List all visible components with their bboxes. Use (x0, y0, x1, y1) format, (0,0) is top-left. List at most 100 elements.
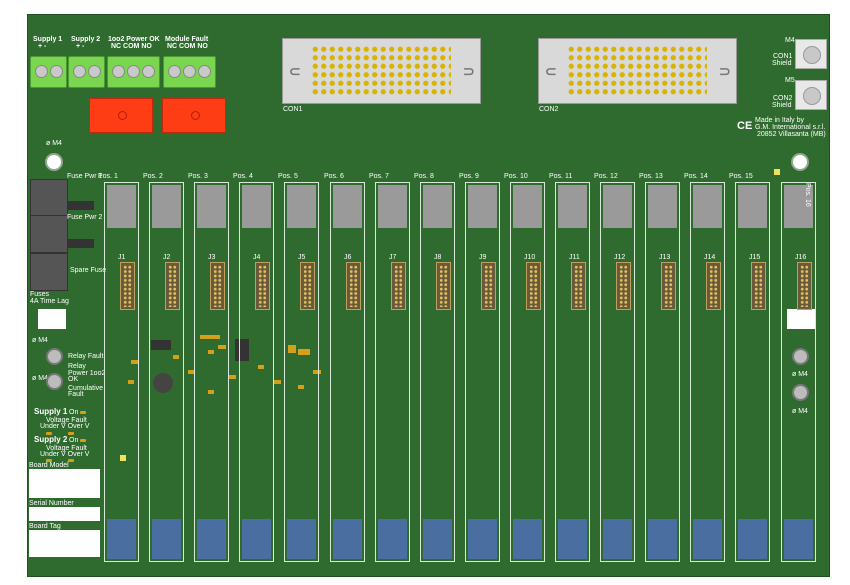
board-tag-box[interactable] (29, 530, 100, 557)
smd-part (208, 350, 214, 354)
jack-connector-12[interactable] (616, 262, 631, 310)
jack-label-4: J4 (253, 254, 261, 261)
supply2-vf: Voltage Fault (46, 445, 87, 452)
module-slot-15[interactable] (735, 182, 770, 562)
module-slot-11[interactable] (555, 182, 590, 562)
fuse-pwr1[interactable] (30, 179, 68, 217)
supply1-vf: Voltage Fault (46, 417, 87, 424)
slot-latch-top (107, 185, 136, 228)
module-slot-13[interactable] (645, 182, 680, 562)
smd-part (208, 390, 214, 394)
jack-label-3: J3 (208, 254, 216, 261)
supply2-on-led (80, 439, 86, 442)
jack-connector-11[interactable] (571, 262, 586, 310)
module-slot-5[interactable] (284, 182, 319, 562)
module-slot-10[interactable] (510, 182, 545, 562)
jack-label-6: J6 (344, 254, 352, 261)
smd-part (128, 380, 134, 384)
module-slot-14[interactable] (690, 182, 725, 562)
jack-label-14: J14 (704, 254, 716, 261)
jack-connector-4[interactable] (255, 262, 270, 310)
slot-latch-top (242, 185, 271, 228)
module-slot-7[interactable] (375, 182, 410, 562)
fuse-spare-label: Spare Fuse (70, 267, 107, 274)
slot-latch-bottom (603, 519, 632, 559)
jack-connector-9[interactable] (481, 262, 496, 310)
module-slot-1[interactable] (104, 182, 139, 562)
jack-connector-10[interactable] (526, 262, 541, 310)
slot-latch-bottom (378, 519, 407, 559)
power-ok-terminal[interactable] (107, 56, 160, 88)
jack-connector-3[interactable] (210, 262, 225, 310)
module-slot-6[interactable] (330, 182, 365, 562)
maker-line2: G.M. International s.r.l. (755, 124, 826, 131)
fuse-pwr2-label: Fuse Pwr 2 (67, 214, 103, 221)
supply1-terminal[interactable] (30, 56, 67, 88)
serial-number-label: Serial Number (29, 500, 74, 507)
fuse-holder-1 (68, 201, 94, 210)
slot-latch-top (197, 185, 226, 228)
supply2-terminal[interactable] (68, 56, 105, 88)
board-tag-label: Board Tag (29, 523, 61, 530)
position-label-11: Pos. 11 (549, 173, 573, 180)
terminal-label-supply1: Supply 1 (33, 36, 63, 43)
maker-line1: Made in Italy by (755, 117, 805, 124)
slot-latch-bottom (287, 519, 316, 559)
position-label-13: Pos. 13 (639, 173, 663, 180)
supply1-uo: Under V Over V (40, 423, 90, 430)
mount-hole-top-right (791, 153, 809, 171)
jack-connector-5[interactable] (300, 262, 315, 310)
jack-connector-2[interactable] (165, 262, 180, 310)
jack-connector-1[interactable] (120, 262, 135, 310)
position-label-3: Pos. 3 (188, 173, 208, 180)
mount-hole-top-left (45, 153, 63, 171)
module-slot-16[interactable] (781, 182, 816, 562)
jack-connector-6[interactable] (346, 262, 361, 310)
mount-label-top-left: ø M4 (46, 140, 62, 147)
jack-connector-15[interactable] (751, 262, 766, 310)
module-slot-3[interactable] (194, 182, 229, 562)
board-model-box[interactable] (29, 469, 100, 498)
module-fault-terminal[interactable] (163, 56, 216, 88)
rf1-label1: CON1 (773, 53, 793, 60)
jack-label-16: J16 (795, 254, 807, 261)
rf1-label2: Shield (772, 60, 792, 67)
ce-mark: CE (737, 120, 753, 132)
jack-connector-8[interactable] (436, 262, 451, 310)
con1-connector[interactable]: ⊂⊃ (282, 38, 481, 104)
module-slot-12[interactable] (600, 182, 635, 562)
rf2-connector[interactable] (795, 80, 827, 110)
position-label-12: Pos. 12 (594, 173, 618, 180)
con2-connector[interactable]: ⊂⊃ (538, 38, 737, 104)
smd-part (173, 355, 179, 359)
fuse-pwr2[interactable] (30, 215, 68, 253)
fuse-spare[interactable] (30, 253, 68, 291)
jack-connector-14[interactable] (706, 262, 721, 310)
board-model-label: Board Model (29, 462, 69, 469)
jack-label-1: J1 (118, 254, 126, 261)
con2-label: CON2 (539, 106, 559, 113)
smd-part (200, 335, 220, 339)
terminal-label-module-fault: Module Fault (165, 36, 209, 43)
module-slot-2[interactable] (149, 182, 184, 562)
jack-label-8: J8 (434, 254, 442, 261)
smd-part (273, 380, 281, 384)
rf1-connector[interactable] (795, 39, 827, 69)
smd-part (228, 375, 236, 379)
module-slot-9[interactable] (465, 182, 500, 562)
serial-number-box[interactable] (29, 507, 100, 521)
jack-connector-7[interactable] (391, 262, 406, 310)
jack-connector-13[interactable] (661, 262, 676, 310)
relay-label: Relay (68, 363, 86, 370)
mount-label-left-2: ø M4 (32, 375, 48, 382)
mount-hole-right-1 (792, 348, 809, 365)
module-slot-8[interactable] (420, 182, 455, 562)
jack-connector-16[interactable] (797, 262, 812, 310)
supply1-title: Supply 1 (34, 407, 68, 416)
module-slot-4[interactable] (239, 182, 274, 562)
slot-latch-bottom (513, 519, 542, 559)
smd-part (288, 345, 296, 353)
supply1-under-led (46, 432, 52, 435)
relay-power-ok (89, 98, 153, 133)
mount-label-left-1: ø M4 (32, 337, 48, 344)
